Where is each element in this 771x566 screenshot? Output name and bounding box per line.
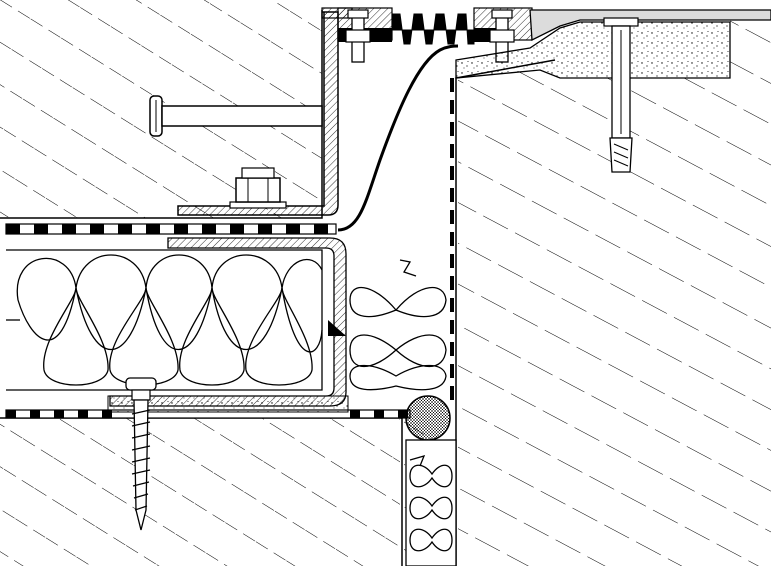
hex-nut <box>229 167 287 209</box>
concrete-edge-upper <box>0 10 323 219</box>
grout-bed-lower <box>107 395 349 413</box>
anchor-bolt <box>149 95 323 137</box>
mineral-wool-insulation <box>349 259 447 391</box>
cover-plate <box>529 9 771 42</box>
wood-screw <box>125 377 157 531</box>
concrete-hatch-lower-left <box>0 418 400 566</box>
backer-rod <box>405 395 451 441</box>
bellows-seal <box>391 13 475 45</box>
grout-bed <box>455 21 731 79</box>
steel-angle-bracket <box>177 11 339 216</box>
mineral-wool-insulation <box>405 439 457 566</box>
concrete-hatch-right <box>458 20 771 566</box>
flexible-membrane <box>337 44 459 232</box>
clamp-bolt <box>345 9 371 63</box>
mineral-wool-insulation <box>6 249 323 391</box>
expansion-anchor <box>603 17 639 173</box>
waterproofing-strip <box>5 223 337 235</box>
clamp-bolt <box>489 9 515 63</box>
z-profile-tab <box>328 320 346 336</box>
